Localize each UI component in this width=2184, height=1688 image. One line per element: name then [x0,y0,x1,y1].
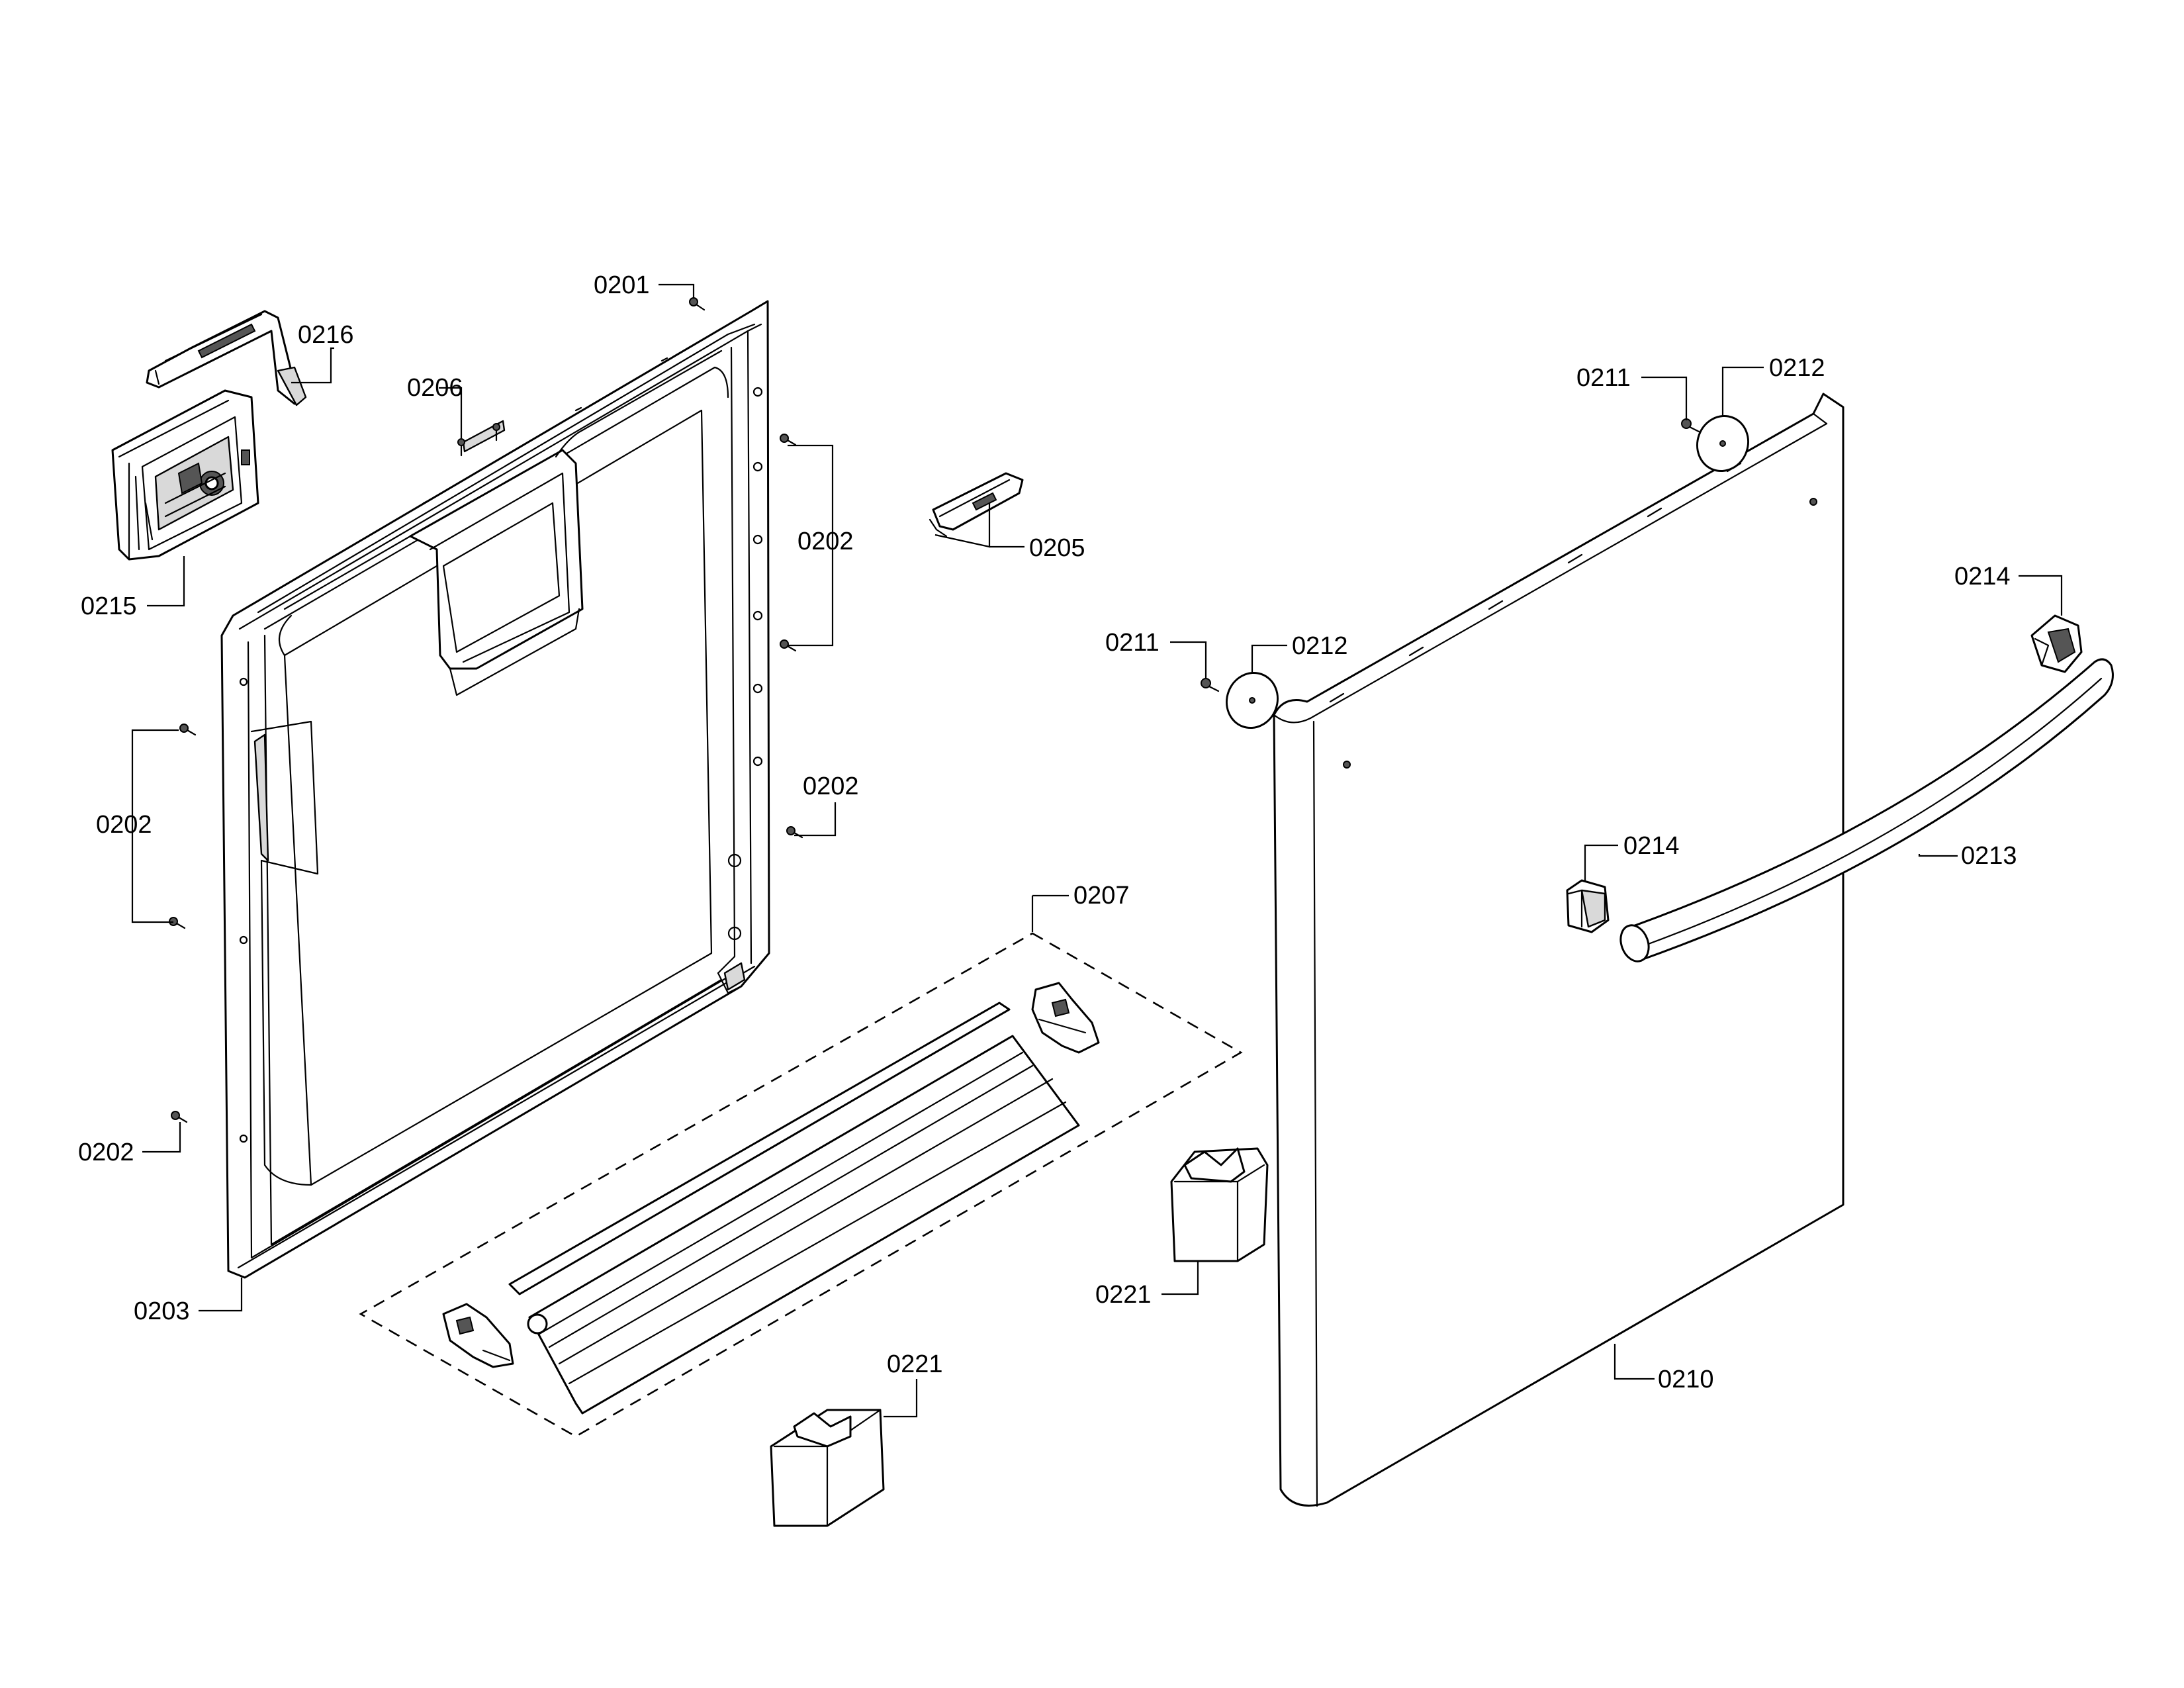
callout-0202-left-upper: 0202 [96,811,152,839]
callout-0207: 0207 [1073,882,1130,910]
callout-0211-top: 0211 [1576,364,1631,392]
callout-0213: 0213 [1961,842,2017,870]
washer-discs [1226,414,1749,729]
handle-end-cap-top [2030,614,2083,673]
inner-door-liner [220,300,770,1279]
screws [169,297,1700,1123]
callout-0215: 0215 [81,592,137,620]
outer-door-panel [1273,393,1844,1507]
seal-kit [359,932,1243,1438]
callout-0214-top: 0214 [1954,563,2011,590]
callout-0212-side: 0212 [1292,632,1348,660]
callout-0205: 0205 [1029,534,1085,562]
callout-0214-bottom: 0214 [1623,832,1680,860]
callout-0221-lower: 0221 [887,1350,943,1378]
callout-0216: 0216 [298,321,354,349]
foot-cap-left [770,1409,885,1527]
callout-0202-left-lower: 0202 [78,1139,134,1166]
callout-0221-upper: 0221 [1095,1281,1152,1309]
callout-0210: 0210 [1658,1366,1714,1393]
door-handle [1619,658,2114,962]
callout-0202-right-lower: 0202 [803,773,859,800]
callout-0202-right-upper: 0202 [797,528,854,555]
callout-0201: 0201 [594,271,650,299]
callout-labels: 0201 0216 0206 0202 0205 0215 0202 0202 … [78,271,2017,1393]
handle-end-cap-bottom [1566,879,1610,933]
detergent-dispenser [111,389,259,561]
dispenser-lever [146,310,307,406]
leader-lines [131,283,2063,1418]
foot-cap-right [1170,1147,1269,1262]
callout-0212-top: 0212 [1769,354,1825,382]
callout-0206: 0206 [407,374,463,402]
callout-0203: 0203 [134,1297,190,1325]
hinge-clip [929,472,1024,538]
callout-0211-side: 0211 [1105,629,1160,657]
